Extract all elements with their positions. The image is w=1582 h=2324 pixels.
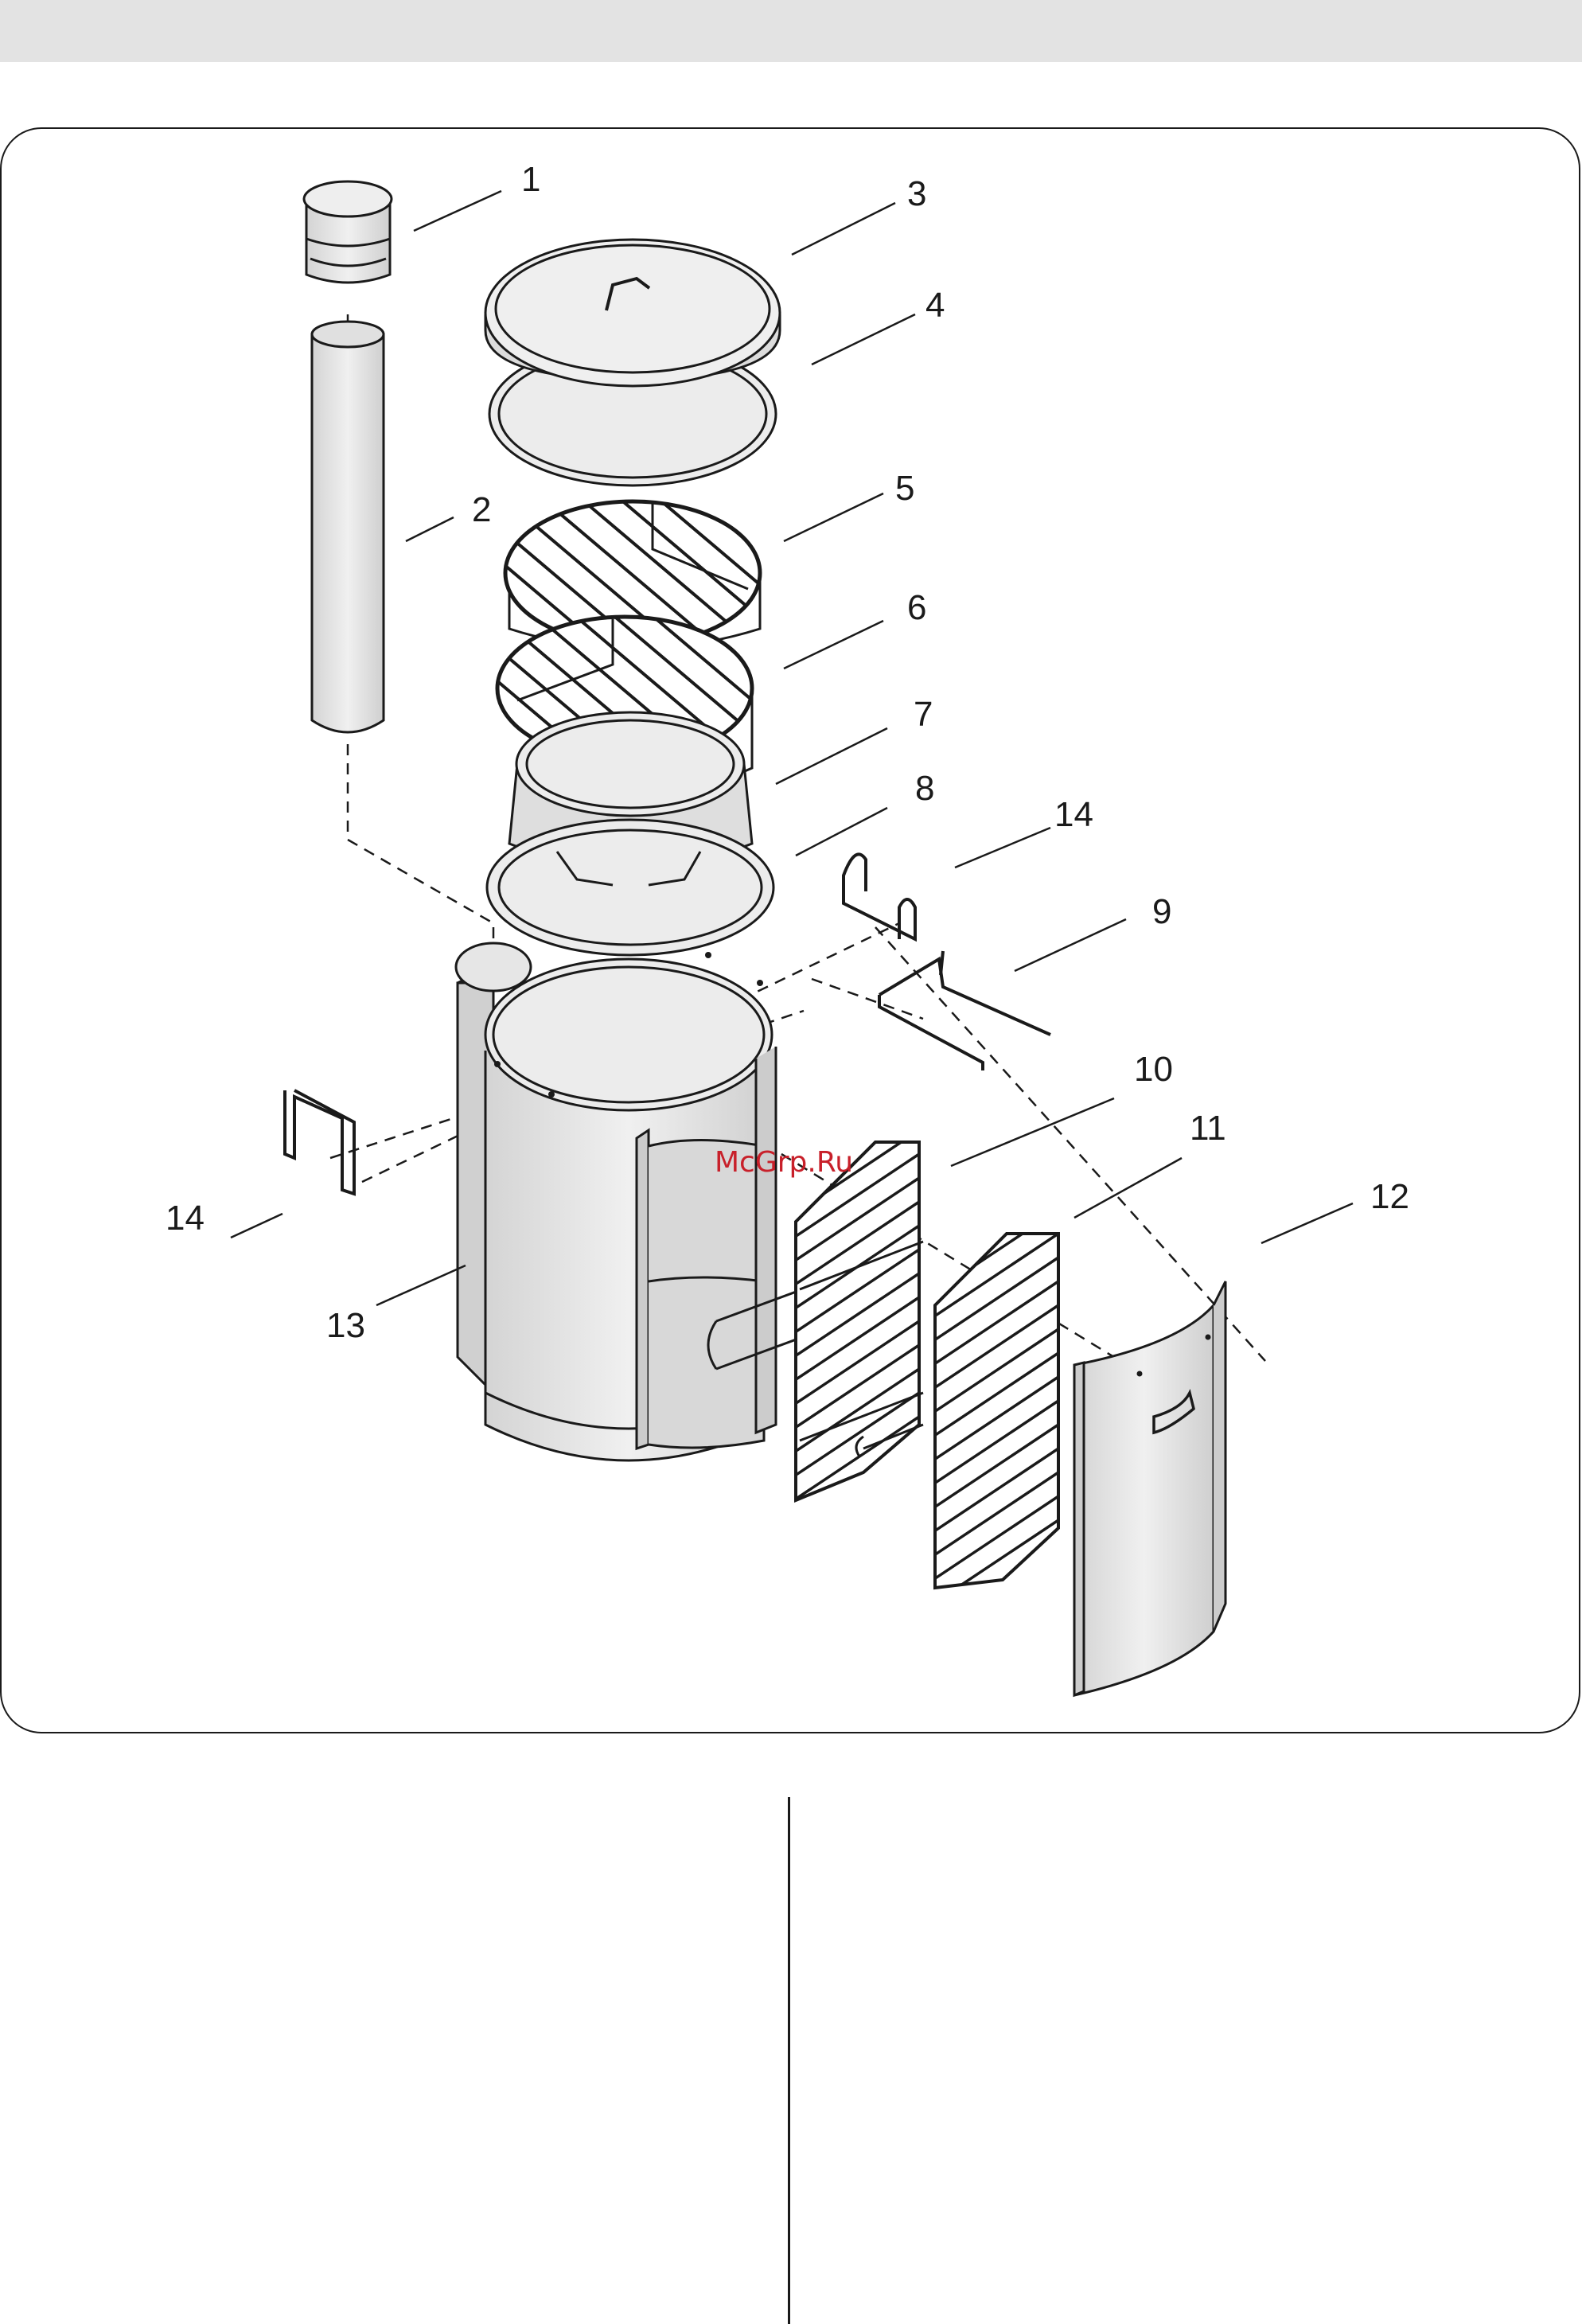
callout-leaders bbox=[231, 191, 1353, 1305]
callout-3: 3 bbox=[907, 174, 926, 213]
chimney-pipe bbox=[312, 322, 384, 732]
callout-2: 2 bbox=[472, 490, 491, 529]
watermark-text: McGrp.Ru bbox=[715, 1146, 853, 1179]
callout-7: 7 bbox=[914, 695, 933, 734]
callout-4: 4 bbox=[925, 286, 945, 325]
column-divider bbox=[788, 1797, 790, 2324]
handle-bracket-right bbox=[844, 854, 915, 939]
lid bbox=[485, 240, 780, 386]
callout-9: 9 bbox=[1152, 892, 1171, 931]
handle-bracket-left bbox=[285, 1090, 354, 1194]
callout-14-right: 14 bbox=[1054, 795, 1093, 834]
callout-10: 10 bbox=[1134, 1050, 1173, 1089]
door-panel bbox=[1074, 1281, 1225, 1695]
callout-6: 6 bbox=[907, 588, 926, 627]
callout-1: 1 bbox=[521, 160, 540, 199]
ash-ring bbox=[487, 820, 773, 955]
callout-8: 8 bbox=[915, 769, 934, 808]
callout-13: 13 bbox=[326, 1306, 365, 1345]
callout-14-left: 14 bbox=[166, 1199, 205, 1238]
chimney-cap bbox=[304, 181, 392, 283]
grill-rack-rear bbox=[927, 1202, 1070, 1608]
callout-5: 5 bbox=[895, 469, 914, 508]
callout-11: 11 bbox=[1190, 1109, 1226, 1148]
callout-12: 12 bbox=[1370, 1177, 1409, 1216]
grate-holder bbox=[879, 951, 1050, 1070]
grill-rack-front bbox=[788, 1122, 931, 1528]
